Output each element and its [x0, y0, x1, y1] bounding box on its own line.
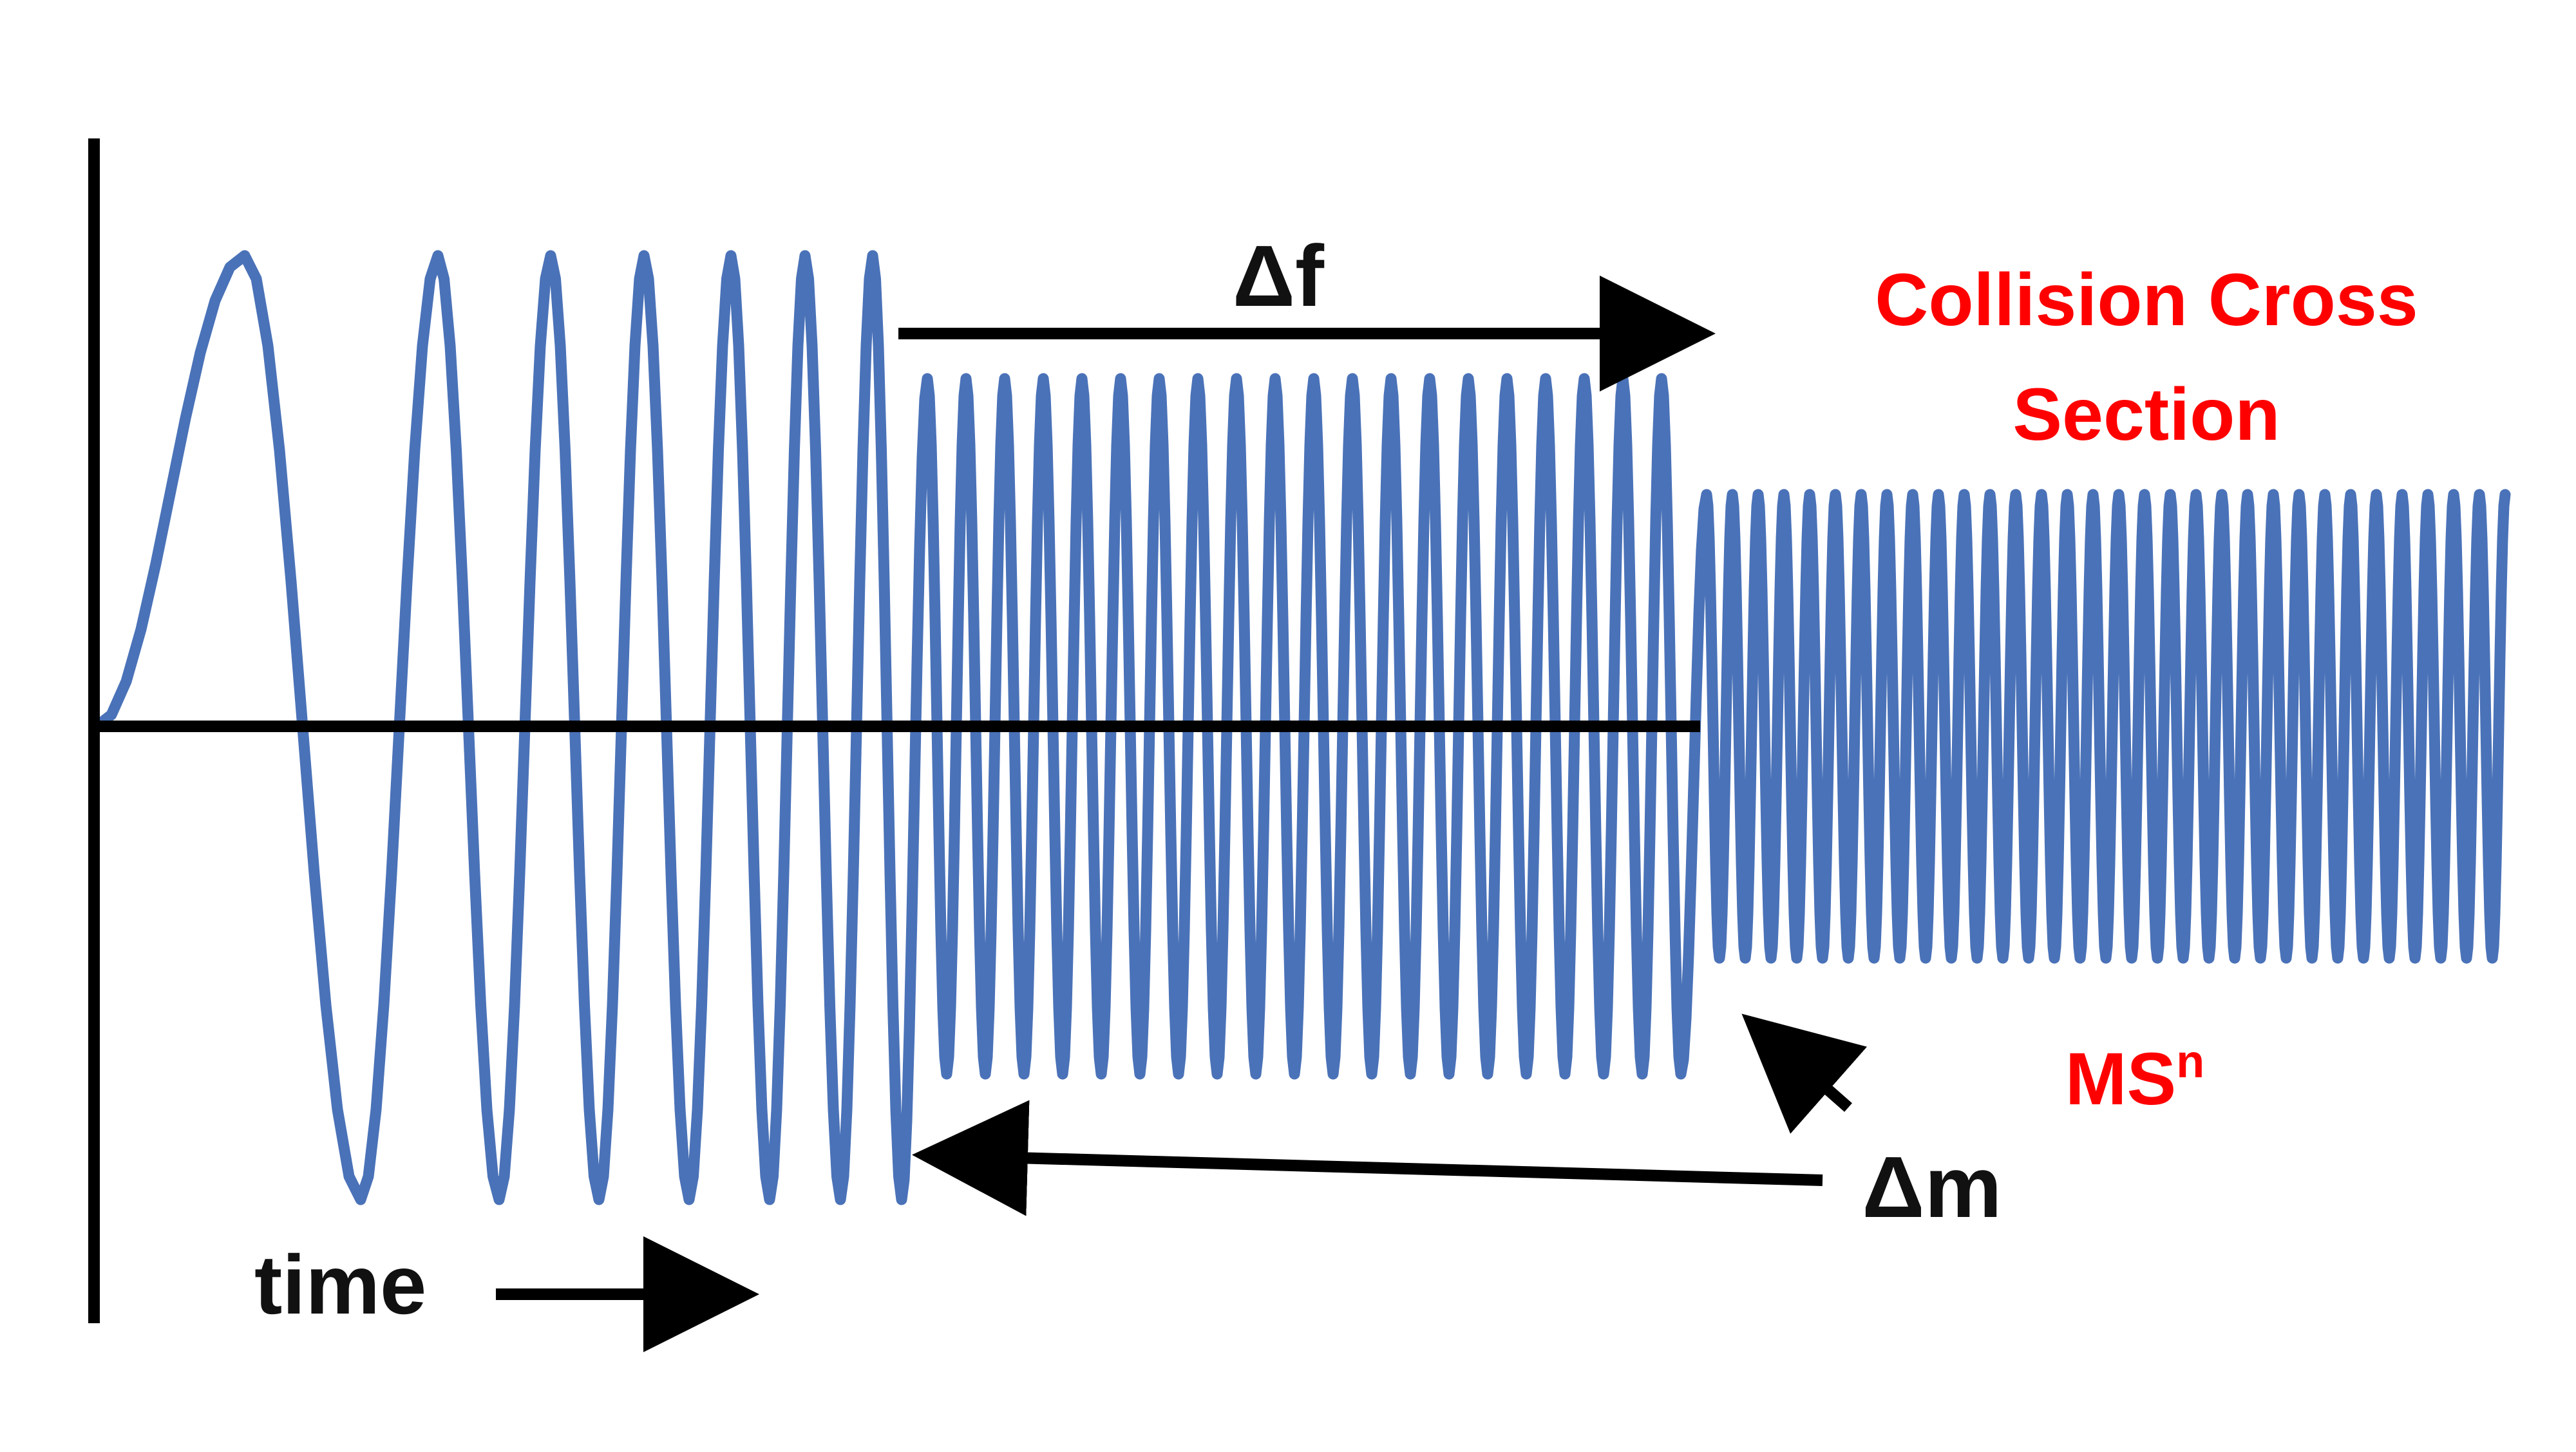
delta-m-label: Δm [1862, 1138, 2002, 1236]
delta-f-label: Δf [1233, 227, 1325, 325]
delta-m-arrow-long [912, 1100, 1823, 1216]
time-label: time [254, 1238, 426, 1332]
msn-label: MSn [2065, 1036, 2204, 1120]
delta-m-arrow-diagonal [1741, 1014, 1868, 1134]
collision-cross-section-line1: Collision Cross [1875, 259, 2418, 341]
collision-cross-section-line2: Section [2012, 373, 2280, 456]
